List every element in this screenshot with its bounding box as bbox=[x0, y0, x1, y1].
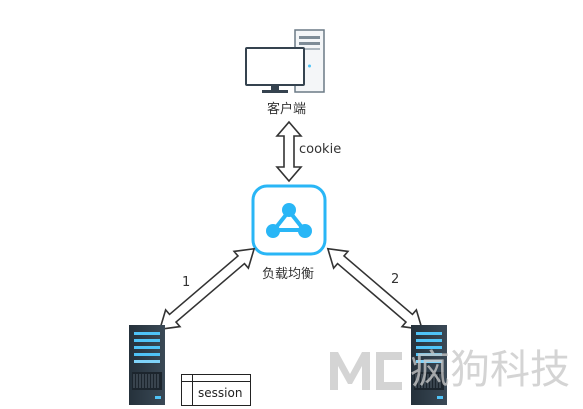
watermark-logo-icon bbox=[330, 352, 402, 390]
cookie-label: cookie bbox=[299, 142, 342, 157]
server-right-icon bbox=[411, 325, 447, 405]
arrow-loadbalancer-server-left bbox=[158, 247, 256, 331]
arrow-client-loadbalancer bbox=[275, 120, 303, 183]
edge-label-1: 1 bbox=[182, 275, 191, 290]
client-computer-icon bbox=[245, 29, 325, 93]
watermark-text: 疯狗科技 bbox=[410, 347, 570, 393]
arrow-loadbalancer-server-right bbox=[326, 247, 424, 331]
session-box-side-line bbox=[192, 375, 193, 405]
watermark: 疯狗科技 bbox=[326, 346, 570, 394]
edge-label-2: 2 bbox=[391, 272, 400, 287]
load-balancer-icon bbox=[251, 184, 327, 256]
session-label: session bbox=[198, 386, 243, 400]
server-left-icon bbox=[129, 325, 165, 405]
load-balancer-label: 负载均衡 bbox=[262, 267, 315, 282]
session-store: session bbox=[181, 374, 251, 406]
session-box-header-line bbox=[182, 381, 250, 382]
client-label: 客户端 bbox=[267, 102, 307, 117]
